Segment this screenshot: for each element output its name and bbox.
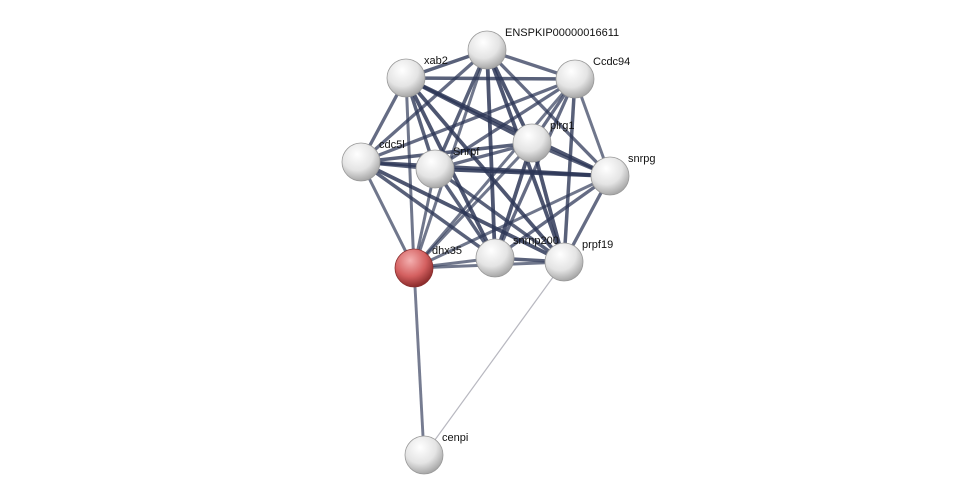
- protein-node[interactable]: [555, 59, 595, 99]
- node-dhx35[interactable]: dhx35: [394, 245, 462, 288]
- node-ens[interactable]: ENSPKIP00000016611: [467, 27, 619, 70]
- node-label: dhx35: [432, 245, 462, 257]
- edge-cenpi-dhx35[interactable]: [412, 267, 426, 456]
- node-ccdc94[interactable]: Ccdc94: [555, 56, 630, 99]
- edge-xab2-ccdc94[interactable]: [405, 76, 576, 81]
- node-snrpg[interactable]: snrpg: [590, 153, 656, 196]
- edge-ccdc94-snrpf[interactable]: [434, 77, 576, 171]
- edge-ccdc94-cdc5l[interactable]: [360, 77, 576, 164]
- protein-node[interactable]: [404, 435, 444, 475]
- protein-node[interactable]: [386, 58, 426, 98]
- node-plrg1[interactable]: plrg1: [512, 120, 574, 163]
- edge-xab2-snrpg[interactable]: [405, 76, 611, 178]
- node-label: cenpi: [442, 432, 468, 444]
- protein-node[interactable]: [475, 238, 515, 278]
- edge-ccdc94-snrnp200[interactable]: [493, 78, 577, 259]
- edge-plrg1-dhx35[interactable]: [412, 141, 534, 270]
- node-label: plrg1: [550, 120, 574, 132]
- edge-snrpf-prpf19[interactable]: [433, 167, 566, 264]
- edge-plrg1-snrnp200[interactable]: [493, 142, 534, 259]
- node-xab2[interactable]: xab2: [386, 55, 448, 98]
- edge-xab2-dhx35[interactable]: [404, 77, 416, 269]
- edge-ens-cdc5l[interactable]: [359, 48, 489, 164]
- protein-node[interactable]: [341, 142, 381, 182]
- protein-node[interactable]: [415, 149, 455, 189]
- node-label: snrpg: [628, 153, 656, 165]
- edge-cenpi-prpf19[interactable]: [423, 261, 565, 456]
- node-label: cdc5l: [379, 139, 405, 151]
- node-label: ENSPKIP00000016611: [505, 27, 619, 39]
- node-label: prpf19: [582, 239, 613, 251]
- edge-ens-snrpg[interactable]: [485, 48, 612, 178]
- node-label: snrnp200: [513, 235, 559, 247]
- edge-snrpg-snrnp200[interactable]: [494, 174, 611, 260]
- protein-node[interactable]: [512, 123, 552, 163]
- edge-snrpg-dhx35[interactable]: [413, 174, 611, 270]
- node-snrpf[interactable]: Snrpf: [415, 146, 480, 189]
- edge-snrpf-snrpg[interactable]: [434, 167, 611, 178]
- node-label: xab2: [424, 55, 448, 67]
- edge-ccdc94-prpf19[interactable]: [562, 78, 577, 263]
- protein-node[interactable]: [467, 30, 507, 70]
- node-cenpi[interactable]: cenpi: [404, 432, 468, 475]
- node-label: Ccdc94: [593, 56, 630, 68]
- edge-plrg1-cdc5l[interactable]: [360, 141, 533, 164]
- edge-plrg1-prpf19[interactable]: [530, 142, 566, 263]
- node-cdc5l[interactable]: cdc5l: [341, 139, 405, 182]
- node-label: Snrpf: [453, 146, 480, 158]
- edge-ccdc94-dhx35[interactable]: [412, 78, 577, 269]
- node-snrnp200[interactable]: snrnp200: [475, 235, 559, 278]
- edge-ens-snrpf[interactable]: [433, 49, 489, 170]
- query-protein-node[interactable]: [394, 248, 434, 288]
- edge-cdc5l-dhx35[interactable]: [359, 161, 416, 269]
- node-prpf19[interactable]: prpf19: [544, 239, 613, 282]
- protein-node[interactable]: [544, 242, 584, 282]
- protein-node[interactable]: [590, 156, 630, 196]
